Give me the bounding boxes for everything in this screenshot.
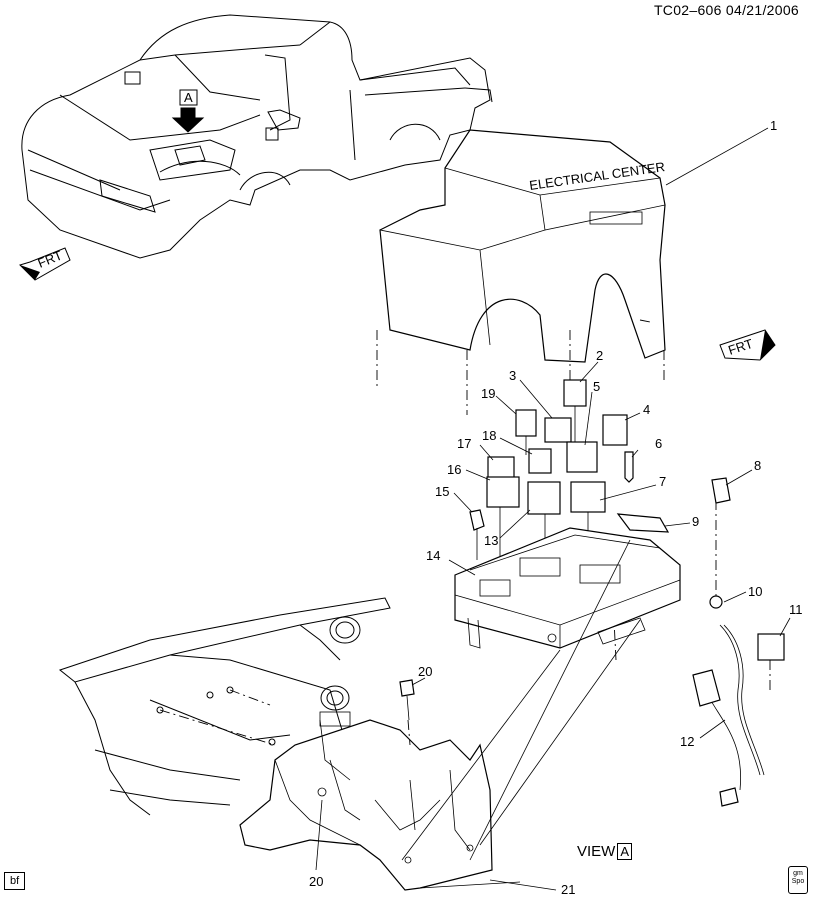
- view-a-arrow: A: [171, 89, 205, 133]
- callout-9: 9: [692, 514, 699, 529]
- callout-6: 6: [655, 436, 662, 451]
- relay-part-17: [487, 456, 515, 480]
- callout-13: 13: [484, 533, 498, 548]
- relay-part-5: [566, 441, 598, 473]
- bolt-part-20-upper: [399, 679, 415, 697]
- connector-part-11: [757, 633, 785, 661]
- frt-label-right: FRT: [726, 336, 755, 358]
- callout-2: 2: [596, 348, 603, 363]
- callout-numbers: 1 2 3 4 5 6 7 8 9 10 11 12 13 14 15 16 1…: [309, 118, 803, 897]
- mounting-bracket: [239, 539, 641, 891]
- callout-leaders: [315, 127, 791, 891]
- callout-20-upper: 20: [418, 664, 432, 679]
- diagram-code-header: TC02–606 04/21/2006: [653, 2, 799, 18]
- electrical-center-cover: ELECTRICAL CENTER: [379, 129, 666, 363]
- relay-part-7: [570, 481, 606, 513]
- relay-part-16: [486, 476, 520, 508]
- relay-part-19: [515, 409, 537, 437]
- junction-block: [454, 527, 681, 649]
- callout-20-lower: 20: [309, 874, 323, 889]
- frt-arrow-right-icon: FRT: [719, 329, 776, 361]
- callout-18: 18: [482, 428, 496, 443]
- view-a-letter: A: [184, 90, 193, 105]
- view-caption-letter: A: [617, 843, 633, 860]
- callout-21: 21: [561, 882, 575, 897]
- callout-14: 14: [426, 548, 440, 563]
- relay-part-13: [527, 481, 561, 515]
- callout-17: 17: [457, 436, 471, 451]
- relay-part-18: [528, 448, 552, 474]
- fuse-part-8: [711, 477, 731, 504]
- callout-7: 7: [659, 474, 666, 489]
- fuse-part-15: [469, 509, 485, 531]
- view-a-box: [179, 89, 198, 106]
- relay-part-4: [602, 414, 628, 446]
- frt-arrow-left-icon: FRT: [19, 247, 71, 281]
- pickup-truck-outline: [21, 14, 493, 259]
- bracket-part-9: [616, 513, 670, 533]
- callout-11: 11: [789, 602, 803, 617]
- relays-and-fuses: [469, 379, 785, 661]
- callout-19: 19: [481, 386, 495, 401]
- callout-3: 3: [509, 368, 516, 383]
- view-caption-text: VIEW: [577, 843, 616, 860]
- callout-12: 12: [680, 734, 694, 749]
- relay-part-2: [563, 379, 587, 407]
- callout-1: 1: [770, 118, 777, 133]
- callout-10: 10: [748, 584, 762, 599]
- relay-part-3: [544, 417, 572, 443]
- down-arrow-icon: [171, 107, 205, 133]
- callout-8: 8: [754, 458, 761, 473]
- nut-part-10: [709, 595, 723, 609]
- bf-tag: bf: [4, 872, 26, 890]
- wire-harness: [692, 624, 765, 807]
- callout-15: 15: [435, 484, 449, 499]
- callout-5: 5: [593, 379, 600, 394]
- body-panel: [58, 597, 391, 816]
- stud-part-6: [624, 451, 634, 483]
- callout-16: 16: [447, 462, 461, 477]
- callout-4: 4: [643, 402, 650, 417]
